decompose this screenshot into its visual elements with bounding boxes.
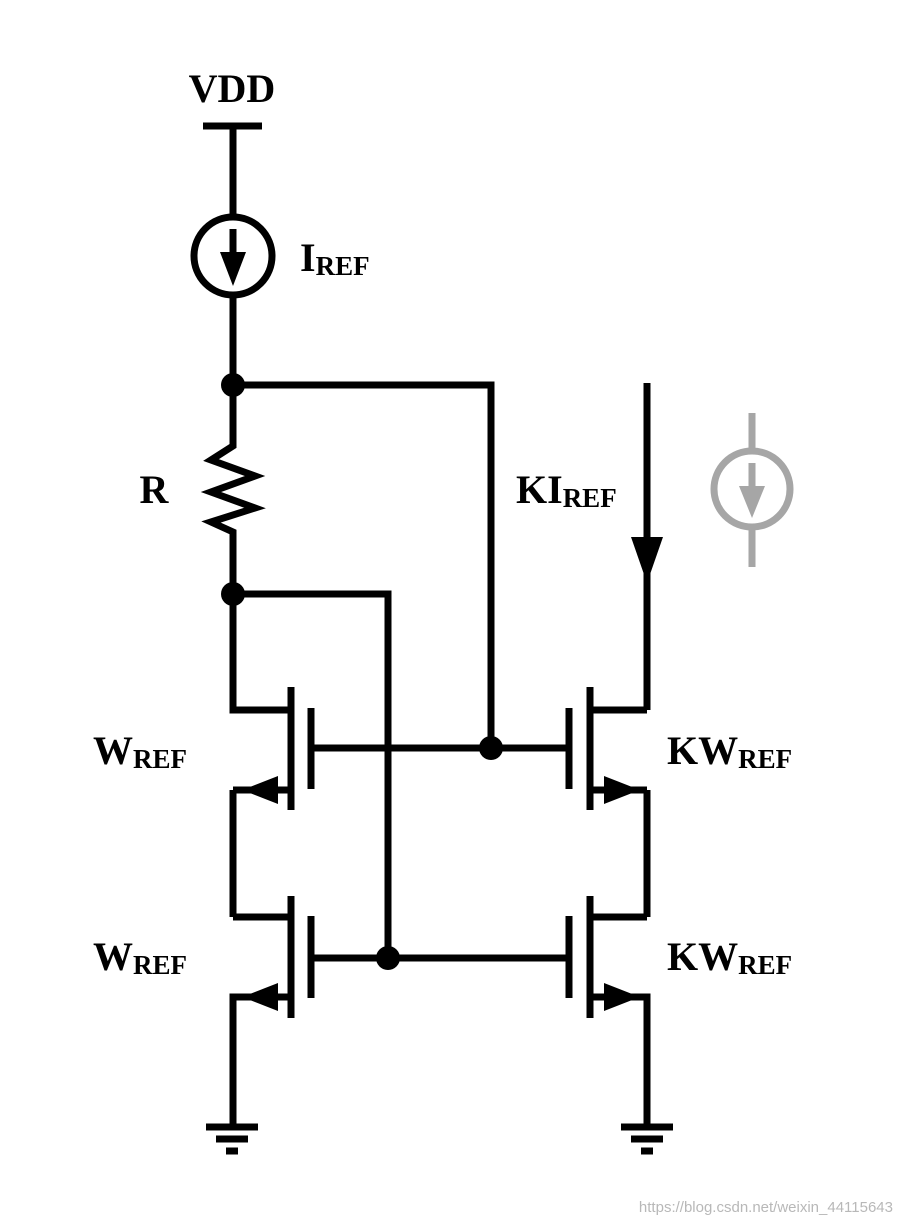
r-label: R <box>140 467 170 512</box>
transistor-m3-bottom-left <box>229 896 315 1127</box>
wire-node-b-to-m1-drain <box>229 594 291 714</box>
kwref-top-label: KWREF <box>667 728 792 774</box>
kiref-output-arrow <box>590 383 663 714</box>
kwref-bottom-label: KWREF <box>667 934 792 980</box>
node-c <box>479 736 503 760</box>
ground-left <box>206 1123 258 1155</box>
transistor-m1-top-left <box>233 687 315 810</box>
vdd-label: VDD <box>189 66 276 111</box>
transistor-m2-top-right <box>565 687 647 810</box>
wref-bottom-label: WREF <box>93 934 187 980</box>
wire-node-a-to-top-gate <box>233 381 495 748</box>
wref-top-label: WREF <box>93 728 187 774</box>
iref-current-source <box>190 213 276 299</box>
node-d <box>376 946 400 970</box>
vdd-rail <box>203 122 262 215</box>
kiref-label: KIREF <box>516 467 617 513</box>
transistor-m4-bottom-right <box>565 896 651 1127</box>
iref-label: IREF <box>300 235 370 281</box>
watermark-url: https://blog.csdn.net/weixin_44115643 <box>639 1199 893 1216</box>
wire-node-b-to-bottom-gate <box>233 590 392 958</box>
resistor-r <box>200 385 266 594</box>
ground-right <box>621 1123 673 1155</box>
ghost-current-source-icon <box>710 413 794 567</box>
